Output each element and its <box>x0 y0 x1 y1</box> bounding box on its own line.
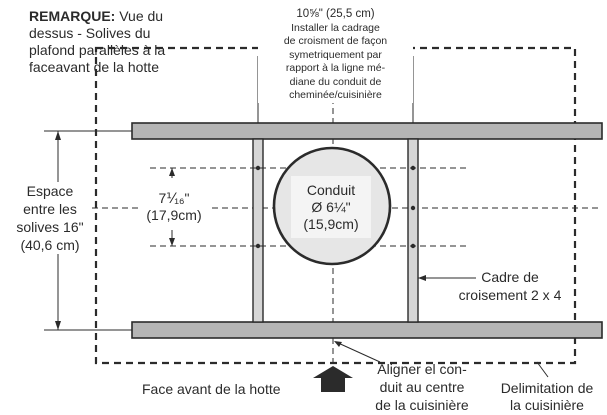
arrowhead <box>169 168 175 176</box>
arrowhead <box>169 238 175 246</box>
note-text: Vue du <box>119 8 164 24</box>
duct-label-box <box>291 176 371 238</box>
note-text: dessus - Solives du <box>29 25 151 41</box>
arrowhead <box>55 321 61 330</box>
duct-diameter-metric: (15,9cm) <box>303 216 359 232</box>
joist-spacing-text: solives 16" <box>16 219 84 235</box>
top-dimension-text: de croisment de façon <box>283 35 388 47</box>
range-boundary-text: la cuisinière <box>510 397 584 413</box>
arrowhead <box>55 131 61 140</box>
range-boundary-outline <box>94 46 577 365</box>
front-direction-arrow-icon <box>313 366 353 392</box>
top-dimension-text: cheminée/cuisinière <box>289 89 382 101</box>
note-text: faceavant de la hotte <box>29 59 159 75</box>
cross-frame-left <box>252 138 264 323</box>
frame-marker <box>255 165 261 171</box>
range-leader-line <box>536 361 549 378</box>
front-of-hood-text: Face avant de la hotte <box>142 381 281 397</box>
opening-dimension-label: 7⅟₁₆" (17,9cm) <box>138 190 210 224</box>
ceiling-joist-bottom <box>131 321 603 339</box>
front-of-hood-label: Face avant de la hotte <box>142 381 281 398</box>
cross-frame-label: Cadre de croisement 2 x 4 <box>450 268 570 304</box>
range-boundary-text: Delimitation de <box>500 380 594 396</box>
align-duct-text: Aligner el con- <box>377 361 467 377</box>
note-heading: REMARQUE: <box>29 8 116 24</box>
top-dimension-text: Installer la cadrage <box>291 21 380 34</box>
top-dimension-text: diane du conduit de <box>289 75 382 88</box>
align-duct-text: duit au centre <box>379 379 465 395</box>
note-block: REMARQUE: Vue du dessus - Solives du pla… <box>29 8 165 76</box>
ceiling-joist-top <box>131 122 603 140</box>
duct-diameter: Ø 6¼" <box>311 199 351 215</box>
align-duct-label: Aligner el con- duit au centre de la cui… <box>364 360 480 414</box>
frame-marker <box>255 243 261 249</box>
note-text: plafond parallèles à la <box>29 42 166 58</box>
cross-frame-text: croisement 2 x 4 <box>458 287 562 303</box>
range-boundary-label: Delimitation de la cuisinière <box>491 380 603 414</box>
duct-title: Conduit <box>306 182 356 198</box>
cross-frame-text: Cadre de <box>481 269 539 285</box>
joist-spacing-text: entre les <box>23 201 77 217</box>
align-duct-text: de la cuisinière <box>375 397 469 413</box>
joist-spacing-label: Espace entre les solives 16" (40,6 cm) <box>8 182 92 254</box>
arrowhead <box>418 275 426 281</box>
arrowhead <box>334 341 342 347</box>
top-dimension-value: 10⅝" (25,5 cm) <box>296 8 375 20</box>
top-dimension-text: rapport à la ligne mé- <box>285 62 386 74</box>
opening-dimension-value-metric: (17,9cm) <box>146 207 202 223</box>
frame-marker <box>410 165 416 171</box>
frame-marker <box>410 205 416 211</box>
frame-marker <box>410 243 416 249</box>
opening-dimension-value: 7⅟₁₆" <box>158 190 190 206</box>
top-dimension-label: 10⅝" (25,5 cm) Installer la cadrage de c… <box>258 8 413 103</box>
top-dimension-text: symetriquement par <box>289 48 382 61</box>
duct-label: Conduit Ø 6¼" (15,9cm) <box>291 182 371 233</box>
joist-spacing-text: Espace <box>26 183 74 199</box>
align-leader-line <box>335 341 381 363</box>
cross-frame-right <box>407 138 419 323</box>
joist-spacing-text: (40,6 cm) <box>20 237 80 253</box>
